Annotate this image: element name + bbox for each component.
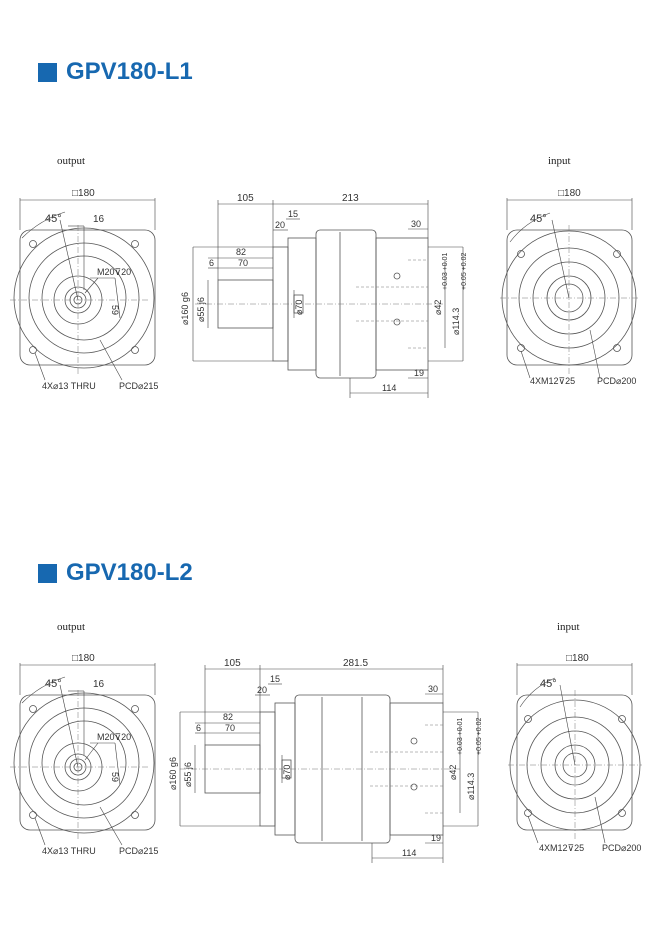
side-bore-tol: +0.03 +0.01 <box>442 253 449 290</box>
side-dim-82: 82 <box>236 247 246 257</box>
side-pilot-tol: +0.05 +0.02 <box>461 253 468 290</box>
output-height-dim: 59 <box>110 772 120 782</box>
input-angle-dim: 45° <box>540 678 557 690</box>
side-total-length: 213 <box>342 193 359 204</box>
output-angle-dim: 45° <box>45 213 62 225</box>
input-view: □180 45° 4XM12⊽25 PCD⌀200 <box>508 653 642 853</box>
input-label: input <box>557 621 580 633</box>
side-body-dia: ⌀70 <box>282 765 292 780</box>
side-pilot-dia: ⌀114.3 <box>451 308 461 335</box>
output-view: □180 45° 16 M20⊽20 59 4X⌀13 THRU PCD⌀215 <box>10 188 158 391</box>
title-text: GPV180-L2 <box>66 559 193 586</box>
side-dim-114: 114 <box>402 848 416 858</box>
section-1-title: GPV180-L1 <box>38 58 193 86</box>
side-dim-19: 19 <box>414 368 424 378</box>
output-holes-dim: 4X⌀13 THRU <box>42 846 96 856</box>
input-holes-dim: 4XM12⊽25 <box>530 376 575 386</box>
side-flange-dia: ⌀160 g6 <box>168 757 178 790</box>
input-label: input <box>548 155 571 167</box>
input-pcd-dim: PCD⌀200 <box>602 843 641 853</box>
side-pilot-tol: +0.05 +0.02 <box>476 718 483 755</box>
side-shaft-dia: ⌀55 j6 <box>183 762 193 787</box>
side-bore-dia: ⌀42 <box>448 765 458 780</box>
side-dim-19: 19 <box>431 833 441 843</box>
side-pilot-dia: ⌀114.3 <box>466 773 476 800</box>
input-square-dim: □180 <box>566 653 589 664</box>
output-label: output <box>57 155 86 167</box>
output-angle-dim: 45° <box>45 678 62 690</box>
output-keyway-dim: 16 <box>93 214 105 225</box>
section-1-drawing: □180 45° 16 M20⊽20 59 4X⌀13 THRU PCD⌀215 <box>10 188 640 398</box>
side-dim-20: 20 <box>275 220 285 230</box>
output-square-dim: □180 <box>72 188 95 199</box>
output-view: □180 45° 16 M20⊽20 59 4X⌀13 THRU PCD⌀215 <box>10 653 158 856</box>
input-angle-dim: 45° <box>530 213 547 225</box>
side-dim-20: 20 <box>257 685 267 695</box>
input-view: □180 45° 4XM12⊽25 PCD⌀200 <box>500 188 640 386</box>
side-dim-6: 6 <box>196 723 201 733</box>
side-dim-30: 30 <box>428 684 438 694</box>
side-bore-dia: ⌀42 <box>433 300 443 315</box>
output-square-dim: □180 <box>72 653 95 664</box>
input-square-dim: □180 <box>558 188 581 199</box>
side-view: 105 213 15 20 30 82 6 70 ⌀160 g6 ⌀55 j6 … <box>180 193 468 398</box>
side-shaft-dia: ⌀55 j6 <box>196 297 206 322</box>
side-total-length: 281.5 <box>343 658 368 669</box>
side-dim-70: 70 <box>225 723 235 733</box>
output-pcd-dim: PCD⌀215 <box>119 846 158 856</box>
side-dim-70: 70 <box>238 258 248 268</box>
side-dim-6: 6 <box>209 258 214 268</box>
section-2-title: GPV180-L2 <box>38 559 193 587</box>
output-label: output <box>57 621 86 633</box>
side-dim-15: 15 <box>288 209 298 219</box>
side-view: 105 281.5 15 20 30 82 6 70 ⌀160 g6 ⌀55 j… <box>168 658 483 863</box>
output-thread-dim: M20⊽20 <box>97 732 131 742</box>
output-thread-dim: M20⊽20 <box>97 267 131 277</box>
side-dim-82: 82 <box>223 712 233 722</box>
output-holes-dim: 4X⌀13 THRU <box>42 381 96 391</box>
side-bore-tol: +0.03 +0.01 <box>457 718 464 755</box>
section-2-drawing: □180 45° 16 M20⊽20 59 4X⌀13 THRU PCD⌀215 <box>10 653 642 863</box>
input-pcd-dim: PCD⌀200 <box>597 376 636 386</box>
side-flange-dia: ⌀160 g6 <box>180 292 190 325</box>
output-height-dim: 59 <box>110 305 120 315</box>
side-dim-15: 15 <box>270 674 280 684</box>
title-square-icon <box>38 563 57 583</box>
side-dim-30: 30 <box>411 219 421 229</box>
title-square-icon <box>38 62 57 82</box>
title-text: GPV180-L1 <box>66 58 193 85</box>
input-holes-dim: 4XM12⊽25 <box>539 843 584 853</box>
side-dim-114: 114 <box>382 383 396 393</box>
output-pcd-dim: PCD⌀215 <box>119 381 158 391</box>
side-length-105: 105 <box>224 658 241 669</box>
side-body-dia: ⌀70 <box>294 300 304 315</box>
side-length-105: 105 <box>237 193 254 204</box>
output-keyway-dim: 16 <box>93 679 105 690</box>
